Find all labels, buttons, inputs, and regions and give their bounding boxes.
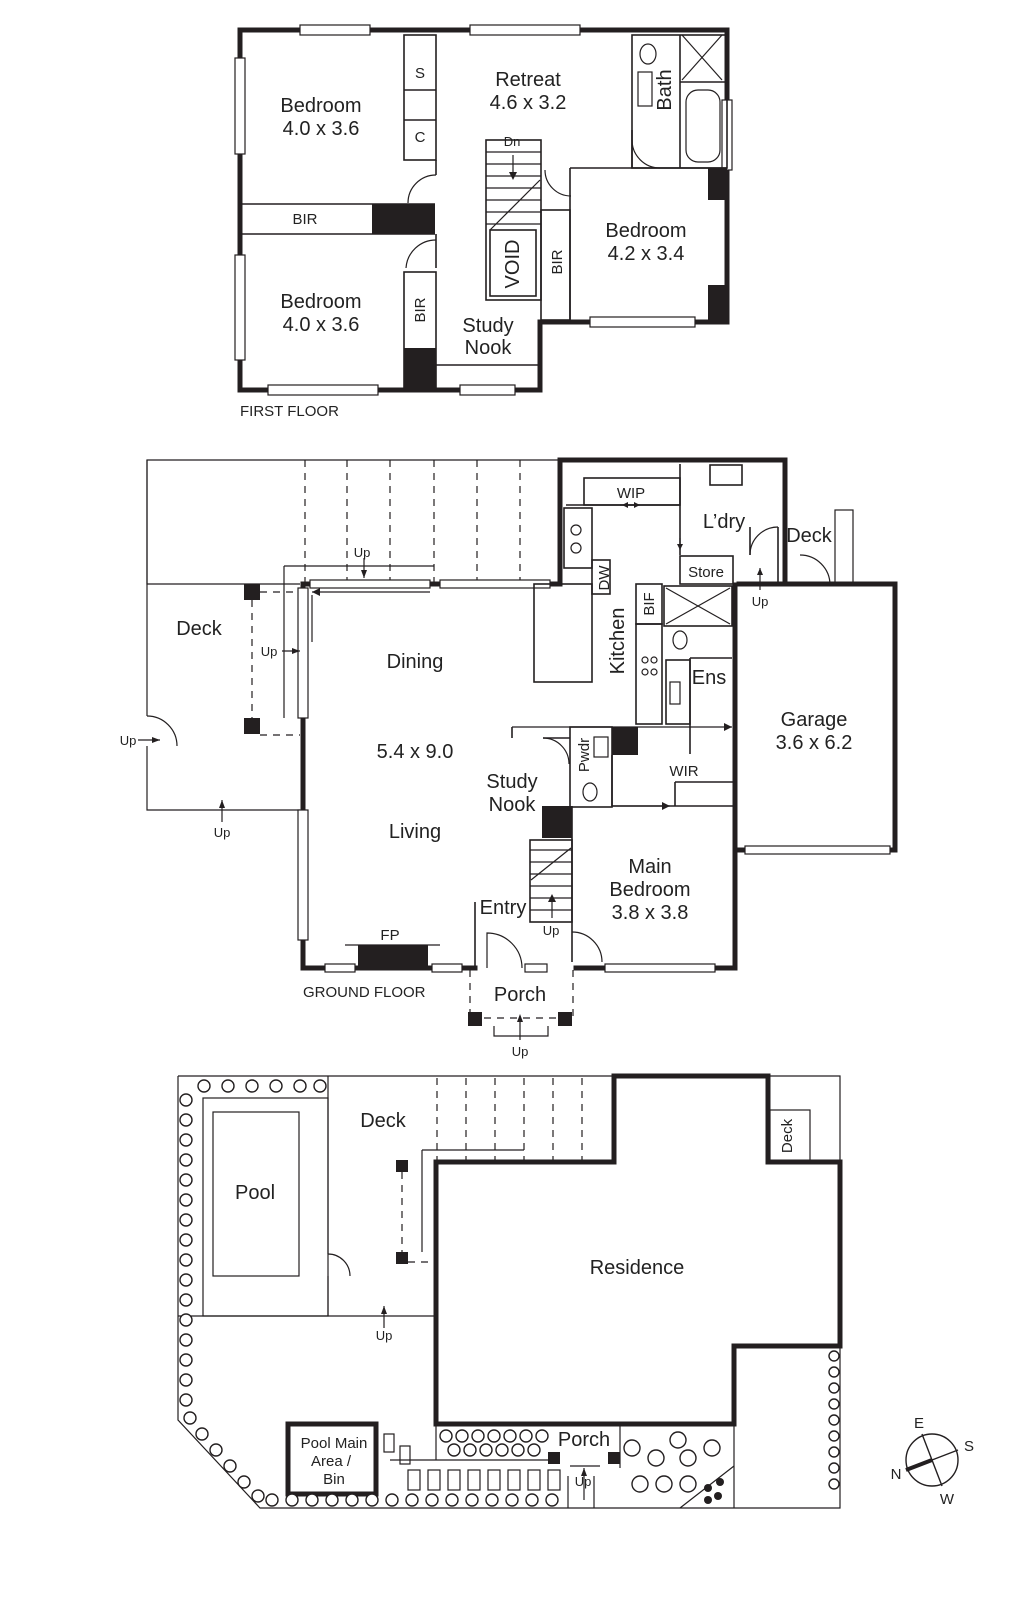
site-up-label-porch: Up (575, 1474, 592, 1489)
bir-2-label: BIR (412, 297, 429, 322)
pwdr-label: Pwdr (576, 738, 593, 772)
compass-e: E (914, 1415, 924, 1432)
retreat-label: Retreat (495, 69, 561, 91)
bedroom-2-label: Bedroom (280, 291, 361, 313)
first-floor-caption: FIRST FLOOR (240, 403, 339, 420)
main-bedroom-size: 3.8 x 3.8 (612, 902, 689, 924)
living-label: Living (389, 821, 441, 843)
first-floor-labels: Bedroom 4.0 x 3.6 Bedroom 4.0 x 3.6 Bedr… (280, 65, 686, 359)
deck-label: Deck (176, 618, 223, 640)
site-plan (177, 1073, 843, 1509)
compass-s: S (964, 1438, 974, 1455)
up-label-deck-left: Up (120, 733, 137, 748)
dining-living-size: 5.4 x 9.0 (377, 741, 454, 763)
void-label: VOID (502, 240, 524, 289)
dining-label: Dining (387, 651, 444, 673)
bir-3-label: BIR (549, 249, 566, 274)
main-bedroom-label-1: Main (628, 856, 671, 878)
study-nook-label-2: Nook (465, 337, 513, 359)
site-porch-label: Porch (558, 1429, 610, 1451)
study-nook-label-2: Nook (489, 794, 537, 816)
study-nook-label-1: Study (486, 771, 537, 793)
pool-bin-label-1: Pool Main (301, 1435, 368, 1452)
site-deck-label: Deck (360, 1110, 407, 1132)
store-label: Store (688, 564, 724, 581)
garage-size: 3.6 x 6.2 (776, 732, 853, 754)
up-label-porch: Up (512, 1044, 529, 1059)
shrubs (179, 1079, 840, 1507)
compass-north-needle (905, 1458, 933, 1472)
wir-label: WIR (669, 763, 698, 780)
compass-w: W (940, 1491, 955, 1508)
kitchen-label: Kitchen (607, 608, 629, 675)
pool-bin-label-2: Area / (311, 1453, 352, 1470)
laundry-label: L’dry (703, 511, 745, 533)
ground-floor-labels: Deck Dining 5.4 x 9.0 Living WIP L’dry D… (120, 485, 853, 1059)
pool-bin-label-3: Bin (323, 1471, 345, 1488)
bedroom-2-size: 4.0 x 3.6 (283, 314, 360, 336)
site-up-label-deck: Up (376, 1328, 393, 1343)
bif-label: BIF (641, 592, 658, 615)
bedroom-1-label: Bedroom (280, 95, 361, 117)
site-plan-labels: Deck Pool Residence Deck Pool Main Area … (235, 1110, 796, 1489)
up-label-deck-side: Up (261, 644, 278, 659)
compass-n: N (891, 1466, 902, 1483)
bir-1-label: BIR (292, 211, 317, 228)
porch-label: Porch (494, 984, 546, 1006)
study-nook-label-1: Study (462, 315, 513, 337)
ens-label: Ens (692, 667, 726, 689)
residence-label: Residence (590, 1257, 685, 1279)
dw-label: DW (596, 565, 613, 591)
pool-label: Pool (235, 1182, 275, 1204)
bedroom-1-size: 4.0 x 3.6 (283, 118, 360, 140)
up-label-laundry: Up (752, 594, 769, 609)
s-label: S (415, 65, 425, 82)
retreat-size: 4.6 x 3.2 (490, 92, 567, 114)
bedroom-3-size: 4.2 x 3.4 (608, 243, 685, 265)
fp-label: FP (380, 927, 399, 944)
wip-label: WIP (617, 485, 645, 502)
first-floor-plan (234, 24, 733, 396)
deck-small-label: Deck (786, 525, 833, 547)
up-label-stair: Up (543, 923, 560, 938)
c-label: C (415, 129, 426, 146)
ground-floor-plan (138, 457, 898, 1040)
bath-label: Bath (654, 69, 676, 110)
garage-label: Garage (781, 709, 848, 731)
compass: E S N W (891, 1415, 974, 1508)
entry-label: Entry (480, 897, 527, 919)
main-bedroom-label-2: Bedroom (609, 879, 690, 901)
up-label-deck-top: Up (354, 545, 371, 560)
bedroom-3-label: Bedroom (605, 220, 686, 242)
up-label-deck-bottom: Up (214, 825, 231, 840)
ground-floor-caption: GROUND FLOOR (303, 984, 426, 1001)
site-deck-small-label: Deck (779, 1118, 796, 1153)
dn-label: Dn (504, 134, 521, 149)
